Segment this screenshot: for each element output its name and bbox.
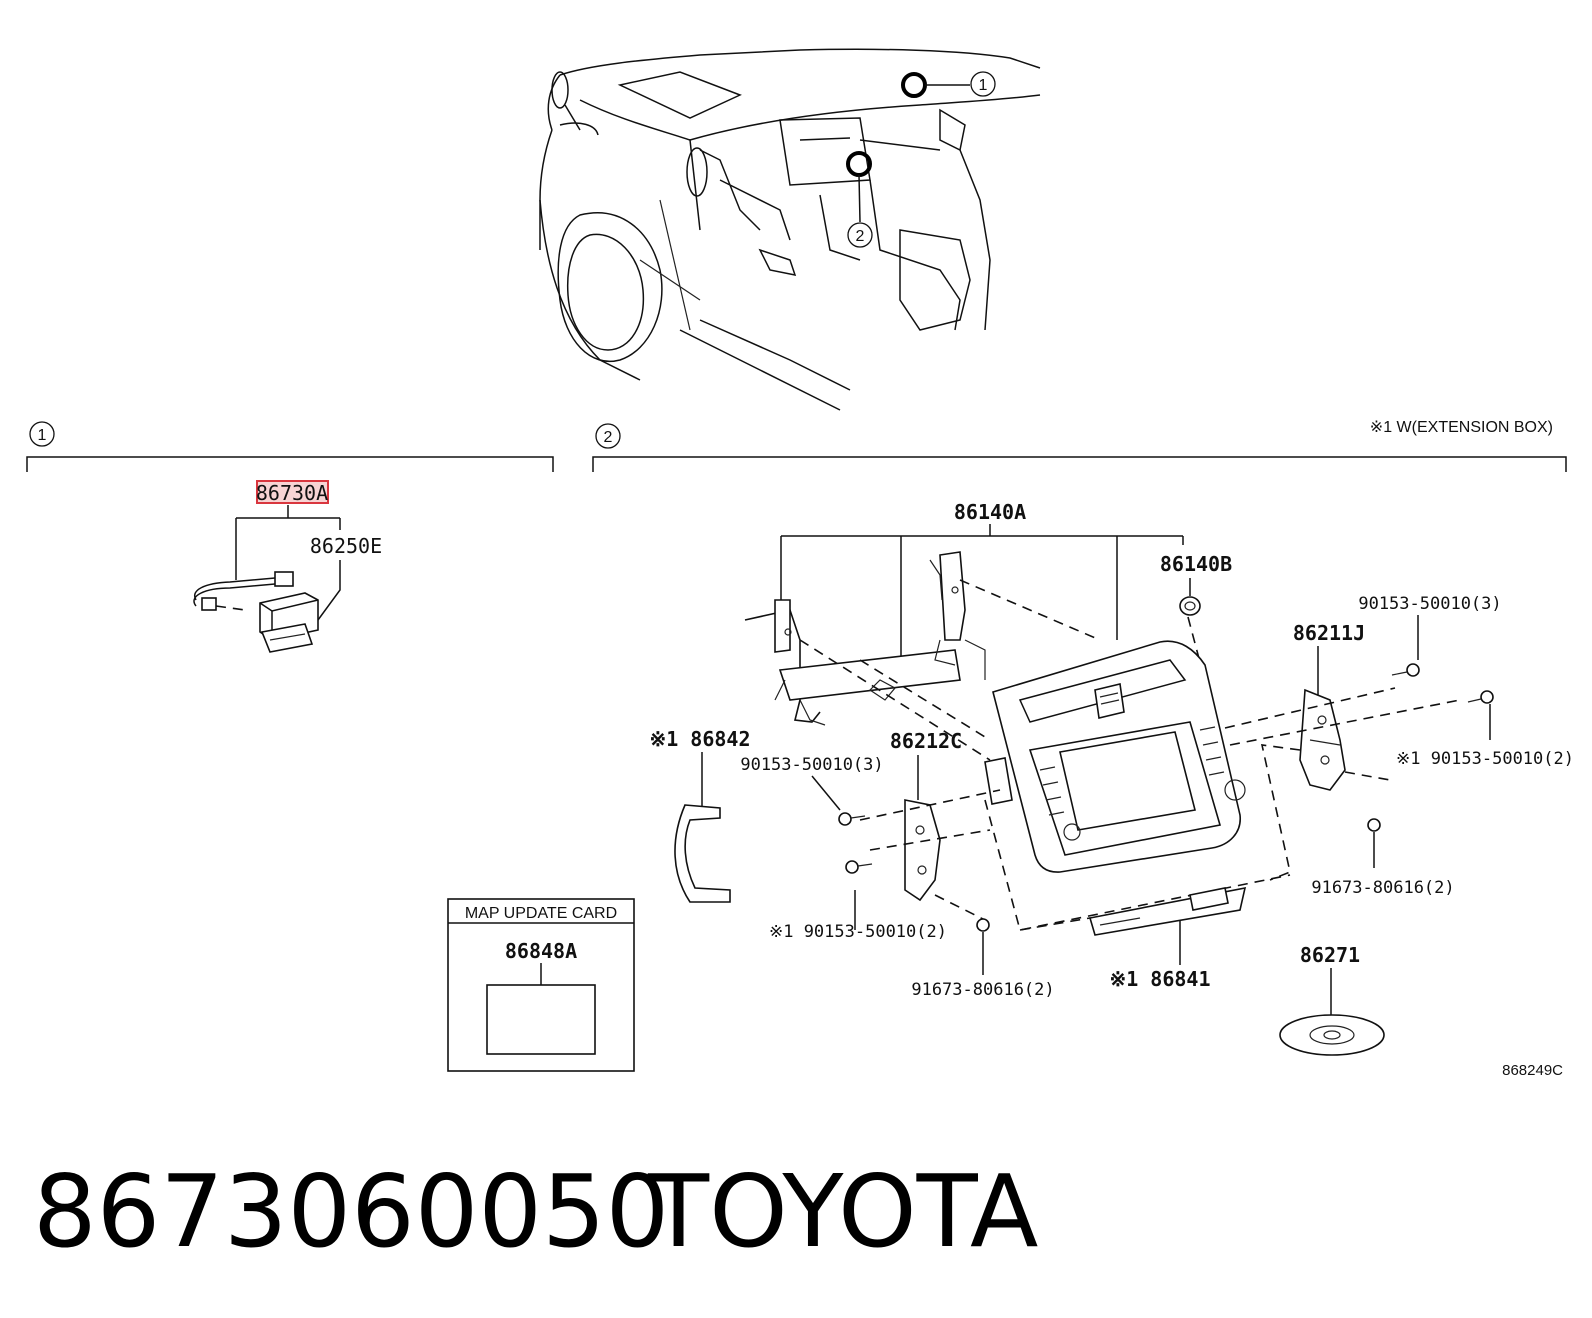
diagram-code: 868249C	[1502, 1062, 1563, 1079]
svg-text:2: 2	[856, 228, 865, 245]
label-86841: ※1 86841	[1109, 967, 1210, 991]
vehicle-interior-illustration	[539, 48, 1041, 411]
highlight-box	[256, 480, 329, 504]
svg-text:1: 1	[38, 427, 47, 444]
cable-86842-illustration	[674, 752, 731, 903]
svg-text:90153-50010(3): 90153-50010(3)	[740, 755, 883, 775]
map-card-title: MAP UPDATE CARD	[465, 905, 617, 922]
part-86841-illustration	[1088, 886, 1247, 965]
bracket-left-illustration	[744, 551, 986, 726]
section-2-header: 2 ※1 W(EXTENSION BOX)	[592, 419, 1567, 472]
label-86212C: 86212C	[890, 729, 962, 753]
svg-text:91673-80616(2): 91673-80616(2)	[911, 980, 1054, 1000]
extension-box-outline	[799, 579, 1291, 931]
label-86250E: 86250E	[310, 534, 382, 558]
label-86848A: 86848A	[505, 939, 577, 963]
label-86140B: 86140B	[1160, 552, 1232, 576]
vehicle-callout-2: 2	[846, 151, 873, 248]
section-1-header: 1	[26, 421, 554, 472]
bolt-90153-left-upper: 90153-50010(3)	[740, 755, 884, 826]
extension-cable-illustration	[193, 560, 341, 653]
bracket-86212C-illustration	[859, 755, 1001, 921]
screw-91673-left: 91673-80616(2)	[911, 918, 1055, 1000]
vehicle-callout-1: 1	[901, 71, 996, 98]
bolt-90153-right-lower: ※1 90153-50010(2)	[1396, 690, 1574, 769]
head-unit-illustration	[984, 640, 1246, 873]
extension-box-note: ※1 W(EXTENSION BOX)	[1370, 419, 1553, 436]
bracket-86140A-leaders	[780, 524, 1184, 676]
map-card-icon	[486, 984, 596, 1055]
svg-text:86730A: 86730A	[256, 481, 328, 505]
bolt-90153-right-upper: 90153-50010(3)	[1358, 594, 1502, 677]
bolt-90153-left-lower: ※1 90153-50010(2)	[769, 860, 947, 942]
label-86271: 86271	[1300, 943, 1360, 967]
disc-86271-illustration	[1279, 968, 1385, 1056]
svg-text:2: 2	[604, 429, 613, 446]
map-update-card-panel: MAP UPDATE CARD 86848A	[447, 898, 635, 1072]
footer-brand: TOYOTA	[647, 1153, 1038, 1270]
svg-text:※1 90153-50010(2): ※1 90153-50010(2)	[769, 922, 947, 942]
part-86730A[interactable]: 86730A	[256, 480, 329, 505]
label-86211J: 86211J	[1293, 621, 1365, 645]
bracket-86211J-illustration	[1224, 646, 1461, 881]
svg-text:91673-80616(2): 91673-80616(2)	[1311, 878, 1454, 898]
svg-text:90153-50010(3): 90153-50010(3)	[1358, 594, 1501, 614]
screw-91673-right: 91673-80616(2)	[1311, 818, 1455, 898]
svg-text:1: 1	[979, 77, 988, 94]
footer-part-number: 8673060050	[33, 1153, 669, 1270]
svg-text:※1 90153-50010(2): ※1 90153-50010(2)	[1396, 749, 1574, 769]
label-86140A: 86140A	[954, 500, 1026, 524]
label-86842: ※1 86842	[649, 727, 750, 751]
part-86730A-leader	[235, 505, 341, 580]
